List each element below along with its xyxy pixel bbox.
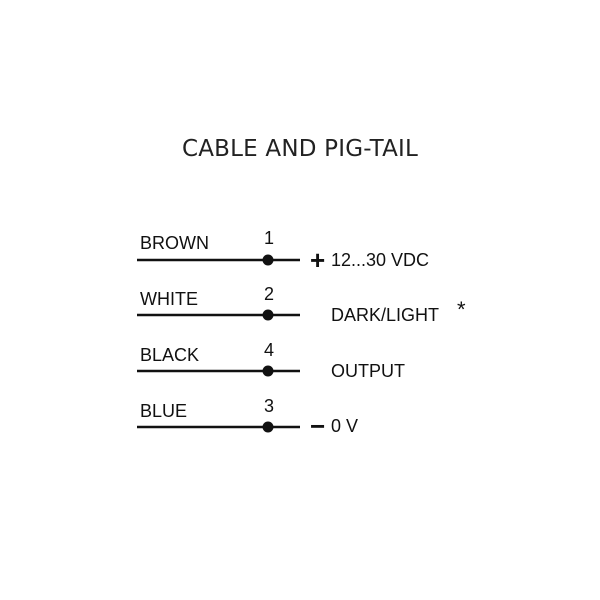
pin-number-3: 3 — [264, 396, 275, 416]
pin-number-4: 4 — [264, 340, 275, 360]
signal-dark-light: DARK/LIGHT — [331, 305, 440, 325]
diagram-title: CABLE AND PIG-TAIL — [181, 136, 419, 162]
pin-number-1: 1 — [264, 228, 275, 248]
plus-symbol: + — [310, 245, 326, 275]
footnote-asterisk: * — [457, 297, 466, 322]
wire-label-blue: BLUE — [140, 401, 188, 421]
wire-label-brown: BROWN — [140, 233, 209, 253]
pin-dot-1 — [262, 254, 274, 266]
pin-dot-2 — [262, 309, 274, 321]
pin-number-2: 2 — [264, 284, 275, 304]
wire-label-white: WHITE — [140, 289, 198, 309]
minus-symbol: − — [310, 411, 326, 441]
wire-label-black: BLACK — [140, 345, 200, 365]
pin-dot-4 — [262, 365, 274, 377]
signal-supply: 12...30 VDC — [331, 250, 430, 270]
pin-dot-3 — [262, 421, 274, 433]
signal-output: OUTPUT — [331, 361, 405, 381]
signal-ground: 0 V — [331, 416, 359, 436]
